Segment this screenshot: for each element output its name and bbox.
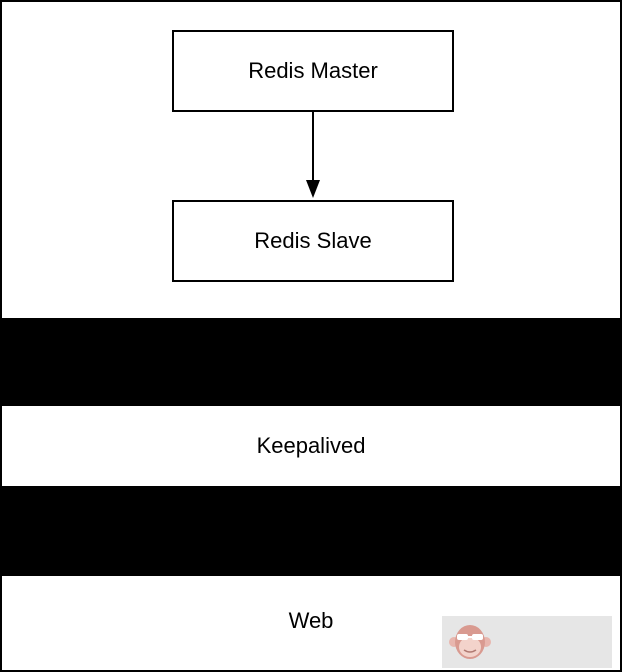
- watermark: [442, 616, 612, 668]
- redis-slave-node: Redis Slave: [172, 200, 454, 282]
- web-label: Web: [288, 608, 334, 633]
- monkey-face-icon: [449, 625, 491, 659]
- redis-slave-label: Redis Slave: [254, 228, 372, 253]
- redis-master-node: Redis Master: [172, 30, 454, 112]
- redis-master-label: Redis Master: [248, 58, 378, 83]
- master-slave-connector: [306, 112, 320, 198]
- keepalived-label: Keepalived: [256, 433, 366, 458]
- arrow-head: [306, 180, 320, 198]
- keepalived-layer: Keepalived: [2, 406, 620, 486]
- redis-layer: Redis Master Redis Slave: [2, 2, 620, 318]
